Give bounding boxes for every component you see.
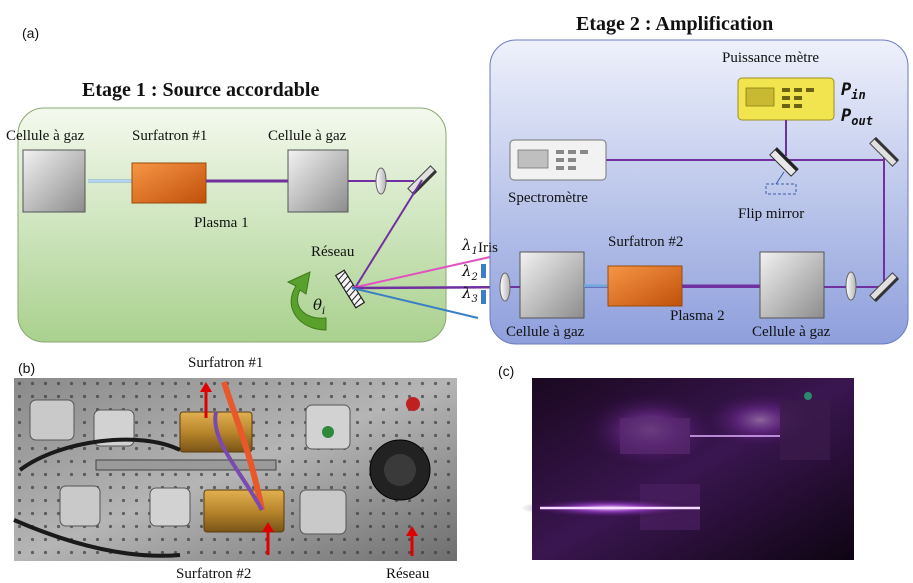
spectrometer-label: Spectromètre (508, 190, 588, 206)
stage1-gas-cell-right-label: Cellule à gaz (268, 128, 347, 144)
flip-mirror (769, 147, 799, 177)
stage1-gas-cell-left-label: Cellule à gaz (6, 128, 85, 144)
panel-b-label: (b) (18, 360, 35, 376)
stage2-input-lens (499, 272, 511, 302)
stage1-gas-cell-right (287, 149, 349, 213)
stage2-gas-cell-right-label: Cellule à gaz (752, 324, 831, 340)
grating-label: Réseau (311, 244, 355, 260)
stage2-gas-cell-left-label: Cellule à gaz (506, 324, 585, 340)
theta-label: θi (313, 296, 325, 317)
photo-b-label-top: Surfatron #1 (188, 355, 263, 371)
stage2-output-lens (845, 271, 857, 301)
stage1-title: Etage 1 : Source accordable (82, 79, 319, 101)
stage1-surfatron (131, 162, 207, 204)
iris-label: Iris (478, 240, 498, 256)
photo-c (520, 378, 854, 560)
flip-mirror-arrow (775, 171, 785, 185)
stage1-surfatron-label: Surfatron #1 (132, 128, 207, 144)
stage2-gas-cell-right (759, 251, 825, 319)
lambda3-label: λ3 (461, 284, 478, 305)
panel-c-label: (c) (498, 363, 514, 379)
photo-b-label-bottom-right: Réseau (386, 566, 430, 582)
panel-a-label: (a) (22, 25, 39, 41)
lambda3-beam (351, 287, 479, 319)
power-meter-label: Puissance mètre (722, 50, 819, 66)
grating (334, 269, 366, 309)
stage2-gas-cell-left (519, 251, 585, 319)
iris-bottom (481, 290, 486, 304)
stage2-surfatron (607, 265, 683, 307)
lambda1-label: λ1 (461, 236, 478, 257)
rotation-arrow-icon (286, 271, 327, 331)
photo-b (13, 378, 457, 561)
lambda2-label: λ2 (461, 262, 478, 283)
stage1-plasma-label: Plasma 1 (194, 215, 249, 231)
p-in-label: Pin (841, 80, 866, 102)
stage2-mirror-top (869, 137, 899, 167)
stage2-surfatron-label: Surfatron #2 (608, 234, 683, 250)
stage2-title: Etage 2 : Amplification (576, 13, 773, 35)
stage2-mirror-bottom (869, 272, 899, 302)
photo-b-label-bottom-left: Surfatron #2 (176, 566, 251, 582)
stage1-gas-cell-left (22, 149, 86, 213)
stage1-beam-to-grating (354, 179, 423, 289)
power-meter-icon (737, 77, 835, 121)
flip-mirror-alt-position (765, 183, 797, 195)
flip-mirror-label: Flip mirror (738, 206, 804, 222)
stage1-lens (375, 167, 387, 195)
iris-top (481, 264, 486, 278)
p-out-label: Pout (841, 106, 873, 128)
spectrometer-icon (509, 139, 607, 181)
stage2-plasma-label: Plasma 2 (670, 308, 725, 324)
lambda1-beam (351, 256, 491, 289)
